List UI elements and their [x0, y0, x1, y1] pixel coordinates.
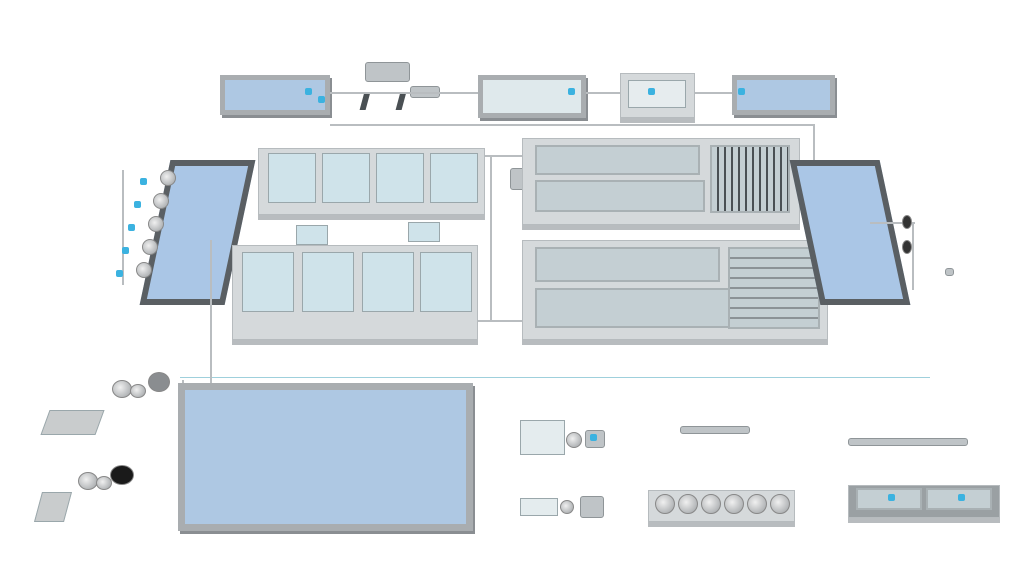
tank-icon — [747, 494, 767, 514]
tank-icon — [678, 494, 698, 514]
dosing-skid — [33, 492, 73, 522]
pipe — [210, 240, 212, 430]
filter-cell — [302, 252, 354, 312]
filter-cell — [268, 153, 316, 203]
pipe — [485, 155, 522, 157]
basin — [535, 247, 720, 282]
tank-icon — [655, 494, 675, 514]
valve-icon — [134, 201, 141, 208]
pipe — [490, 155, 492, 322]
pipe — [813, 124, 815, 160]
tank-icon — [566, 432, 582, 448]
dosing-panel — [520, 420, 565, 455]
dosing-panel — [520, 498, 558, 516]
filter-cell — [376, 153, 424, 203]
dosing-skid — [40, 410, 105, 435]
support-leg — [395, 92, 407, 110]
valve-icon — [888, 494, 895, 501]
tank-icon — [560, 500, 574, 514]
tank-icon — [112, 380, 132, 398]
pipe — [330, 124, 815, 126]
signal-line — [180, 377, 930, 378]
pump-icon — [136, 262, 152, 278]
pump-icon — [148, 216, 164, 232]
valve-icon — [648, 88, 655, 95]
top-middle-tank — [478, 75, 586, 118]
valve-icon — [738, 88, 745, 95]
basin — [535, 180, 705, 212]
filter-cell — [408, 222, 440, 242]
top-right-tank — [732, 75, 835, 115]
pipe — [695, 92, 732, 94]
pipe — [586, 92, 620, 94]
pipe — [870, 222, 915, 224]
valve-icon — [128, 224, 135, 231]
pump-skid — [580, 496, 604, 518]
tank-icon — [770, 494, 790, 514]
storage-pond — [178, 383, 473, 531]
channel-area — [728, 247, 820, 329]
tank-icon — [78, 472, 98, 490]
flow-meter-icon — [902, 215, 912, 229]
pump-icon — [160, 170, 176, 186]
filter-cell — [362, 252, 414, 312]
basin — [535, 288, 730, 328]
small-device — [945, 268, 954, 276]
blower-unit — [365, 62, 410, 82]
filter-cell — [430, 153, 478, 203]
valve-icon — [140, 178, 147, 185]
tank-icon — [701, 494, 721, 514]
filter-cell — [420, 252, 472, 312]
tank-icon — [110, 465, 134, 485]
agitator-row — [848, 438, 968, 446]
valve-icon — [958, 494, 965, 501]
filter-cell — [296, 225, 328, 245]
pipe — [912, 222, 914, 290]
basin — [535, 145, 700, 175]
filter-cell — [242, 252, 294, 312]
pump-header — [122, 170, 124, 285]
valve-icon — [116, 270, 123, 277]
flow-meter-icon — [902, 240, 912, 254]
manifold — [680, 426, 750, 434]
tube-settler-area — [710, 145, 790, 213]
support-leg — [359, 92, 371, 110]
filter-cell — [322, 153, 370, 203]
pump-icon — [153, 193, 169, 209]
tank-icon — [96, 476, 112, 490]
valve-icon — [590, 434, 597, 441]
valve-icon — [122, 247, 129, 254]
chamber-cell — [628, 80, 686, 108]
tank-icon — [130, 384, 146, 398]
pipe — [330, 92, 478, 94]
valve-icon — [318, 96, 325, 103]
top-left-tank — [220, 75, 330, 115]
tank-icon — [148, 372, 170, 392]
valve-icon — [305, 88, 312, 95]
pipe — [478, 320, 522, 322]
valve-icon — [568, 88, 575, 95]
tank-icon — [724, 494, 744, 514]
pump-icon — [142, 239, 158, 255]
